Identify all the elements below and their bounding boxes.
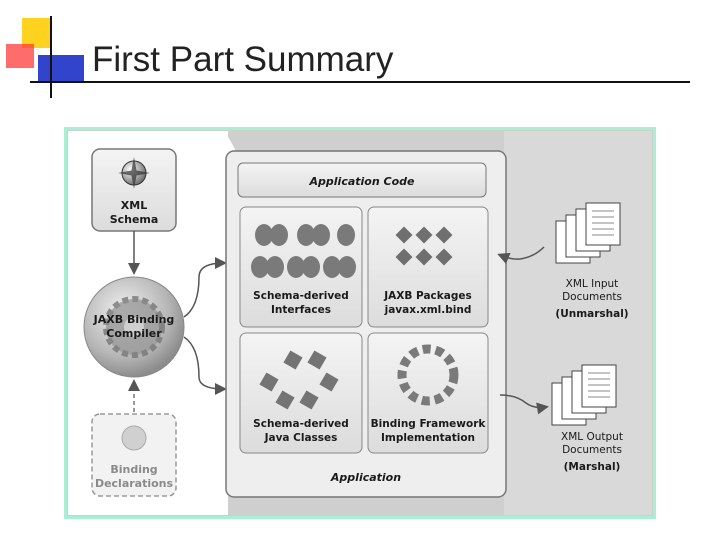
classes-label-line2: Java Classes [264, 432, 338, 444]
jaxb-packages-label-line2: javax.xml.bind [384, 304, 472, 316]
application-code-box: Application Code [237, 162, 487, 198]
slide-title: First Part Summary [92, 40, 394, 79]
xml-input-documents: XML Input Documents (Unmarshal) [555, 202, 629, 320]
marshal-label: (Marshal) [564, 461, 621, 473]
jaxb-packages-label-line1: JAXB Packages [383, 290, 471, 302]
marshal-arrow [499, 394, 549, 415]
interfaces-label-line2: Interfaces [271, 304, 331, 316]
unmarshal-label: (Unmarshal) [555, 308, 628, 320]
compiler-to-classes-arrow [183, 336, 227, 395]
xml-output-label-line1: XML Output [561, 431, 623, 443]
corner-red-square [6, 44, 34, 68]
compiler-to-interfaces-arrow [183, 257, 227, 318]
jaxb-packages-box: JAXB Packages javax.xml.bind [367, 206, 489, 328]
xml-output-label-line2: Documents [562, 444, 622, 456]
corner-yellow-square [22, 18, 52, 48]
application-label: Application [330, 471, 401, 484]
classes-label-line1: Schema-derived [253, 418, 349, 430]
binding-declarations-box: Binding Declarations [91, 413, 177, 497]
schema-derived-classes-box: Schema-derived Java Classes [239, 332, 363, 454]
title-underline [30, 81, 690, 83]
framework-label-line1: Binding Framework [371, 418, 487, 430]
binding-compiler-label-line1: JAXB Binding [93, 313, 175, 326]
xml-output-documents: XML Output Documents (Marshal) [551, 364, 623, 473]
corner-vertical-line [50, 16, 52, 98]
xml-schema-box: XML Schema [91, 148, 177, 232]
corner-blue-square [38, 55, 84, 81]
binding-compiler: JAXB Binding Compiler [83, 276, 185, 378]
schema-derived-interfaces-box: Schema-derived Interfaces [239, 206, 363, 328]
xml-schema-label-line1: XML [121, 199, 147, 212]
jaxb-architecture-diagram: XML Schema JAXB Binding Compiler Binding… [64, 127, 656, 519]
compass-icon-faded [121, 425, 147, 451]
xml-input-label-line1: XML Input [566, 278, 619, 290]
binding-declarations-label-line2: Declarations [95, 477, 174, 490]
xml-input-label-line2: Documents [562, 291, 622, 303]
xml-schema-label-line2: Schema [110, 213, 159, 226]
unmarshal-arrow [497, 246, 545, 264]
binding-declarations-label-line1: Binding [110, 463, 157, 476]
application-code-label: Application Code [309, 175, 415, 188]
binding-framework-box: Binding Framework Implementation [367, 332, 489, 454]
interfaces-label-line1: Schema-derived [253, 290, 349, 302]
binding-compiler-label-line2: Compiler [106, 327, 162, 340]
framework-label-line2: Implementation [381, 432, 475, 444]
